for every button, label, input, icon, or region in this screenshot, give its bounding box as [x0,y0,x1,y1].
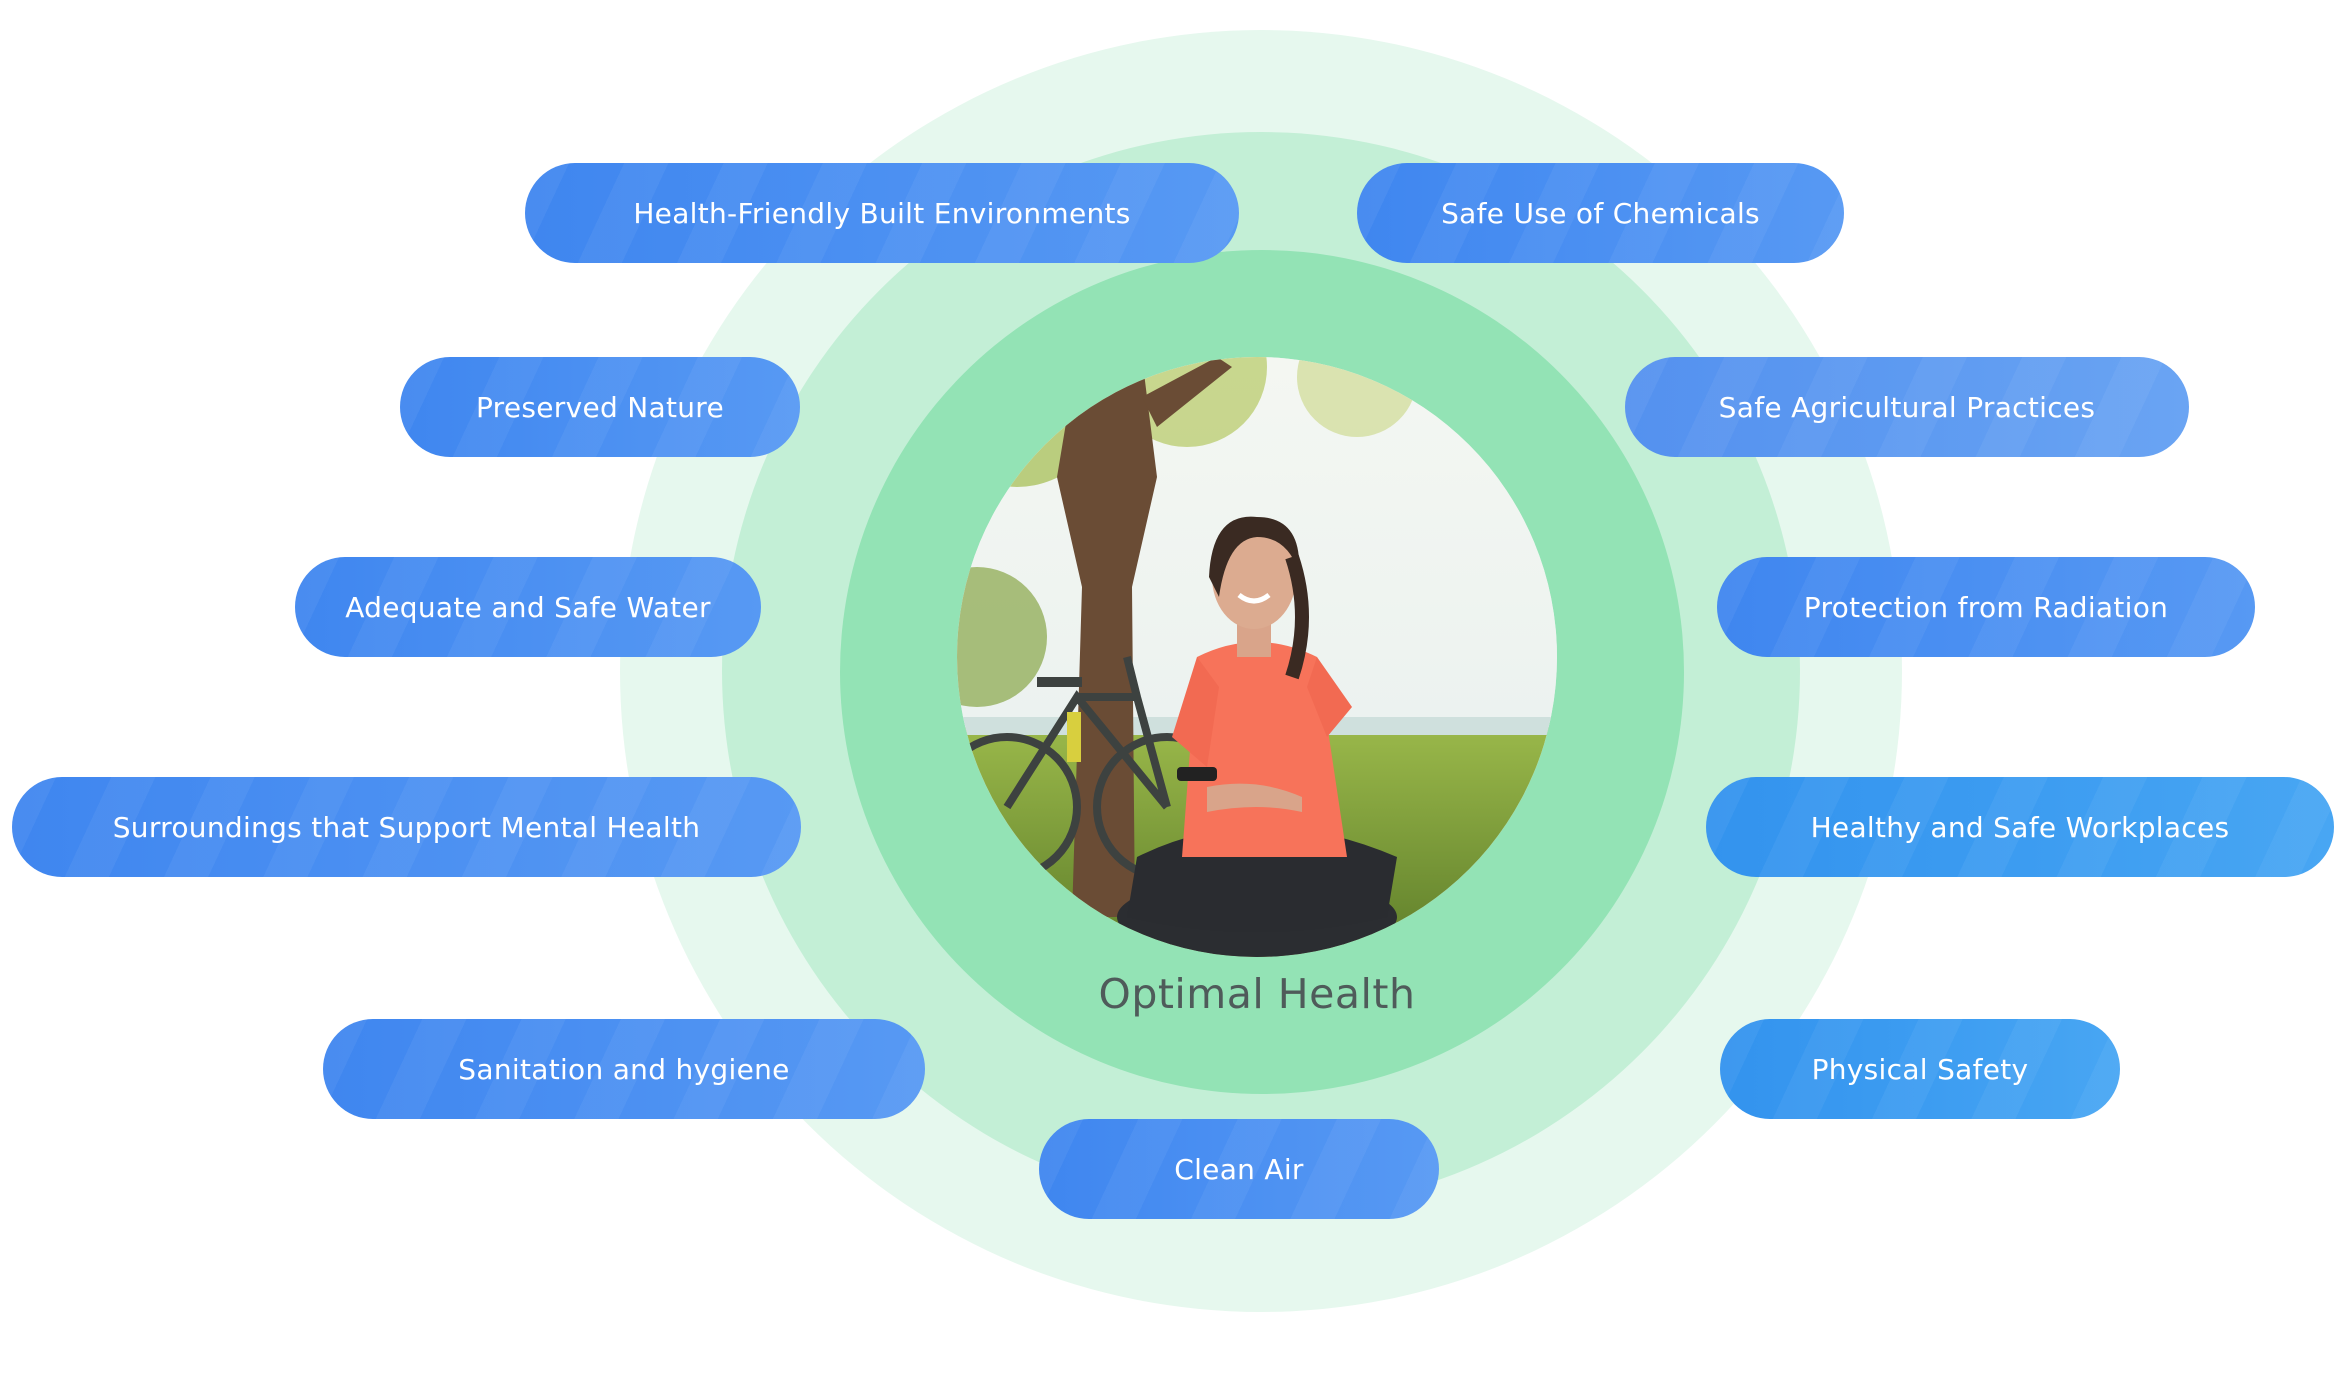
pill-label: Adequate and Safe Water [345,590,711,624]
pill-label: Clean Air [1174,1152,1304,1186]
pill-water: Adequate and Safe Water [295,557,761,657]
pill-sanitation: Sanitation and hygiene [323,1019,925,1119]
pill-agriculture: Safe Agricultural Practices [1625,357,2189,457]
pill-workplaces: Healthy and Safe Workplaces [1706,777,2334,877]
pill-physical-safety: Physical Safety [1720,1019,2120,1119]
pill-chemicals: Safe Use of Chemicals [1357,163,1844,263]
center-label: Optimal Health [1098,970,1416,1018]
pill-label: Physical Safety [1811,1052,2029,1086]
pill-built-environments: Health-Friendly Built Environments [525,163,1239,263]
pill-label: Preserved Nature [475,390,725,424]
pill-nature: Preserved Nature [400,357,800,457]
pill-label: Health-Friendly Built Environments [633,196,1131,230]
pill-label: Healthy and Safe Workplaces [1810,810,2230,844]
pill-radiation: Protection from Radiation [1717,557,2255,657]
pill-label: Protection from Radiation [1803,590,2169,624]
pill-label: Surroundings that Support Mental Health [112,810,701,844]
woman-in-park-photo [957,357,1557,957]
pill-clean-air: Clean Air [1039,1119,1439,1219]
pill-label: Safe Agricultural Practices [1718,390,2096,424]
pill-mental-health: Surroundings that Support Mental Health [12,777,801,877]
pill-label: Safe Use of Chemicals [1441,196,1760,230]
pill-label: Sanitation and hygiene [458,1052,790,1086]
